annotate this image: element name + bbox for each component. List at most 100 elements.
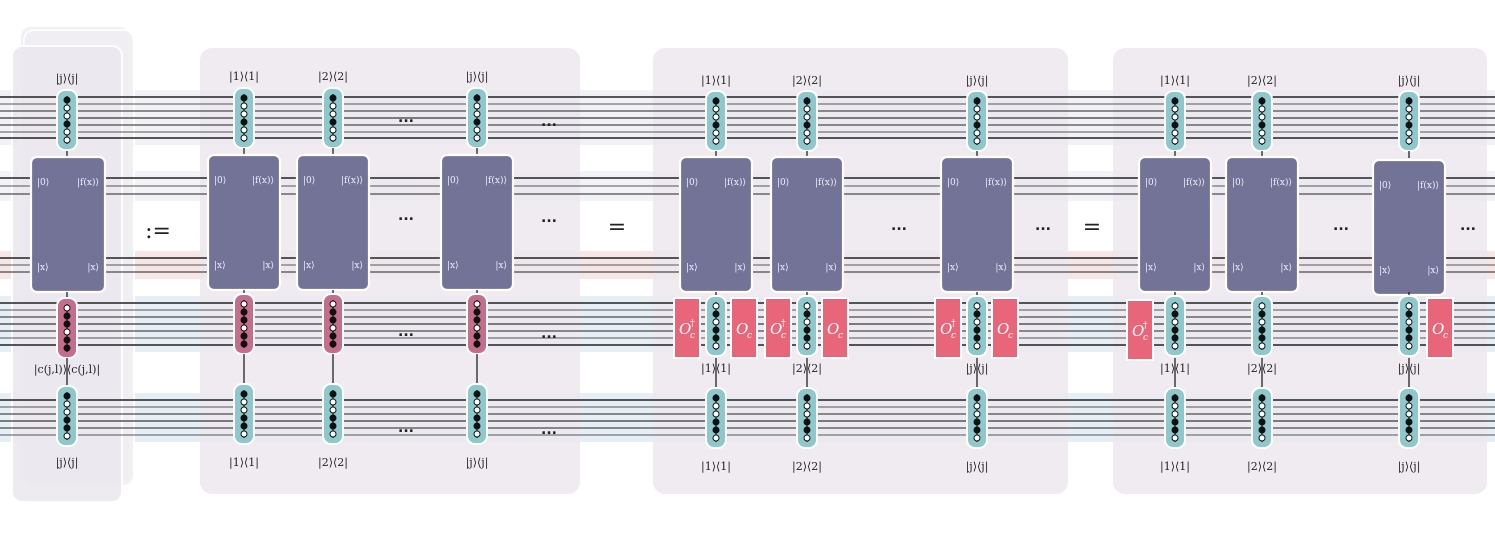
control-dot-open: [1405, 137, 1413, 145]
control-dot-open: [63, 112, 71, 120]
oc-subscript: c: [951, 331, 956, 341]
oracle-out-top: |f(x)⟩: [815, 177, 837, 188]
control-dot-filled: [240, 94, 248, 102]
oc-subscript: c: [690, 331, 695, 341]
control-dot-open: [1171, 410, 1179, 418]
control-dot-filled: [240, 414, 248, 422]
label2-top-2: |j⟩⟨j|: [966, 74, 989, 88]
label3-bottom-1: |2⟩⟨2|: [1247, 460, 1277, 474]
projector2-top-2: [966, 90, 988, 152]
control-dot-filled: [1171, 121, 1179, 129]
control-dot-filled: [1171, 334, 1179, 342]
control-dot-filled: [63, 312, 71, 320]
oc-1: Oc: [821, 297, 849, 359]
oracle-out-bottom: |x⟩: [825, 263, 837, 273]
control-dot-open: [240, 324, 248, 332]
ellipsis: ...: [541, 210, 557, 226]
oracle-out-top: |f(x)⟩: [985, 177, 1007, 188]
control-dot-open: [973, 342, 981, 350]
control-dot-open: [1405, 105, 1413, 113]
control-dot-open: [1258, 129, 1266, 137]
label-bottom-0: |1⟩⟨1|: [229, 456, 259, 470]
ellipsis: ...: [541, 422, 557, 438]
oracle-out-top: |f(x)⟩: [724, 177, 746, 188]
oc-gate-box: [934, 297, 962, 359]
projector-top-2: [466, 87, 488, 149]
control-dot-open: [240, 406, 248, 414]
control-dot-open: [712, 318, 720, 326]
control-dot-filled: [63, 416, 71, 424]
control-dot-open: [1258, 342, 1266, 350]
oracle-panel0: |0⟩|f(x)⟩|x⟩|x⟩: [29, 155, 107, 294]
control-dot-open: [240, 102, 248, 110]
control-dot-filled: [329, 94, 337, 102]
oracle-0: |0⟩|f(x)⟩|x⟩|x⟩: [206, 153, 282, 292]
control-dot-filled: [712, 426, 720, 434]
label2-top-1: |2⟩⟨2|: [792, 74, 822, 88]
oracle-in-top: |0⟩: [1379, 181, 1391, 191]
control-dot-open: [473, 324, 481, 332]
control-dot-filled: [712, 121, 720, 129]
oracle-out-top: |f(x)⟩: [485, 175, 507, 186]
control-dot-filled: [973, 97, 981, 105]
oracle2-1: |0⟩ |f(x)⟩ |x⟩ |x⟩: [769, 155, 845, 294]
control-dot-open: [1171, 302, 1179, 310]
oc-gate-box: [1126, 299, 1154, 361]
control-dot-filled: [329, 390, 337, 398]
control-dot-open: [1171, 113, 1179, 121]
control-dot-filled: [1258, 394, 1266, 402]
oracle-in-bottom: |x⟩: [777, 263, 789, 273]
control-dot-filled: [329, 332, 337, 340]
control-dot-filled: [240, 332, 248, 340]
oracle-out-bottom: |x⟩: [1280, 263, 1292, 273]
control-dot-open: [1171, 137, 1179, 145]
control-dot-filled: [712, 394, 720, 402]
control-dot-open: [712, 402, 720, 410]
projector3-top-0: [1164, 90, 1186, 152]
control-dot-filled: [63, 96, 71, 104]
projector3-bottom-2: [1398, 387, 1420, 449]
control-dot-open: [473, 110, 481, 118]
control-dot-filled: [1405, 394, 1413, 402]
oc-right: Oc: [1426, 297, 1454, 359]
label-pj-top: |j⟩⟨j|: [56, 72, 79, 86]
control-dot-filled: [473, 308, 481, 316]
ellipsis: ...: [1460, 218, 1476, 234]
control-dot-open: [329, 126, 337, 134]
oracle-in-top: |0⟩: [303, 176, 315, 186]
control-dot-filled: [1405, 418, 1413, 426]
control-dot-filled: [473, 316, 481, 324]
control-dot-filled: [1171, 310, 1179, 318]
control-dot-open: [63, 136, 71, 144]
oracle-in-top: |0⟩: [447, 176, 459, 186]
control-dot-open: [973, 402, 981, 410]
circuit-elements: |j⟩⟨j||0⟩|f(x)⟩|x⟩|x⟩|c(j,l)⟩⟨c(j,l)||j⟩…: [29, 70, 1476, 474]
oracle-in-top: |0⟩: [947, 178, 959, 188]
control-dot-filled: [63, 120, 71, 128]
control-dot-open: [63, 432, 71, 440]
dagger-mark: †: [690, 319, 695, 329]
projector2-top-0: [705, 90, 727, 152]
label-top-1: |2⟩⟨2|: [318, 70, 348, 84]
control-dot-filled: [329, 340, 337, 348]
projector-top-0: [233, 87, 255, 149]
oc-gate-box: [1426, 297, 1454, 359]
operator-define: :=: [145, 219, 171, 244]
control-dot-filled: [473, 94, 481, 102]
projector3-mid-0: [1164, 295, 1186, 357]
oc-dagger-label: O: [940, 320, 952, 338]
label-pj-bottom: |j⟩⟨j|: [56, 456, 79, 470]
control-dot-open: [1171, 105, 1179, 113]
control-dot-open: [1405, 434, 1413, 442]
oracle-in-bottom: |x⟩: [37, 263, 49, 273]
control-dot-open: [63, 408, 71, 416]
label2-bottom-1: |2⟩⟨2|: [792, 460, 822, 474]
oracle-in-bottom: |x⟩: [303, 261, 315, 271]
control-dot-filled: [712, 97, 720, 105]
oracle-in-top: |0⟩: [777, 178, 789, 188]
projector-pink-0: [233, 293, 255, 355]
projector2-top-1: [796, 90, 818, 152]
oracle-in-bottom: |x⟩: [214, 261, 226, 271]
oracle-out-top: |f(x)⟩: [1417, 180, 1439, 191]
control-dot-filled: [1171, 394, 1179, 402]
